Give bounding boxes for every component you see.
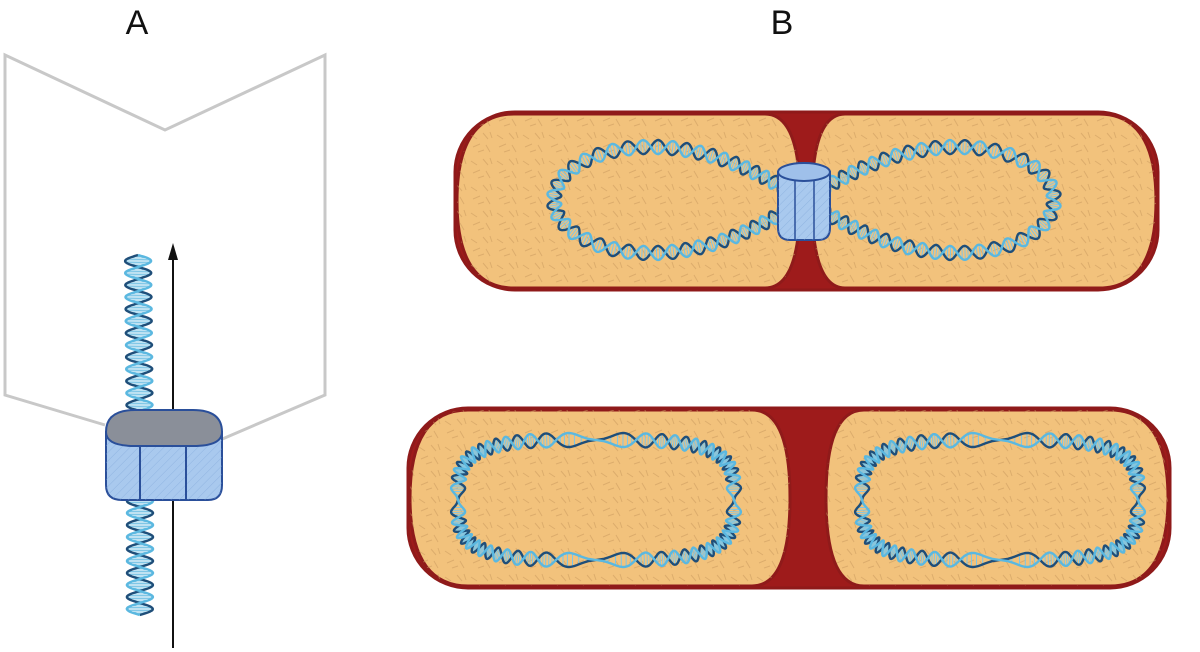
dividing-cell-bottom [406,406,1172,590]
dna-figure-eight [546,138,1062,262]
dividing-cell-top [453,110,1160,292]
folded-plane [3,52,327,442]
panel-a [3,52,327,648]
dna-loop-left [449,431,743,569]
protein-ring-icon [104,409,224,501]
dna-loop-right [853,431,1147,569]
panel-label-a: A [126,4,149,42]
panel-label-b: B [771,4,794,42]
protein-ring-icon [777,162,831,241]
